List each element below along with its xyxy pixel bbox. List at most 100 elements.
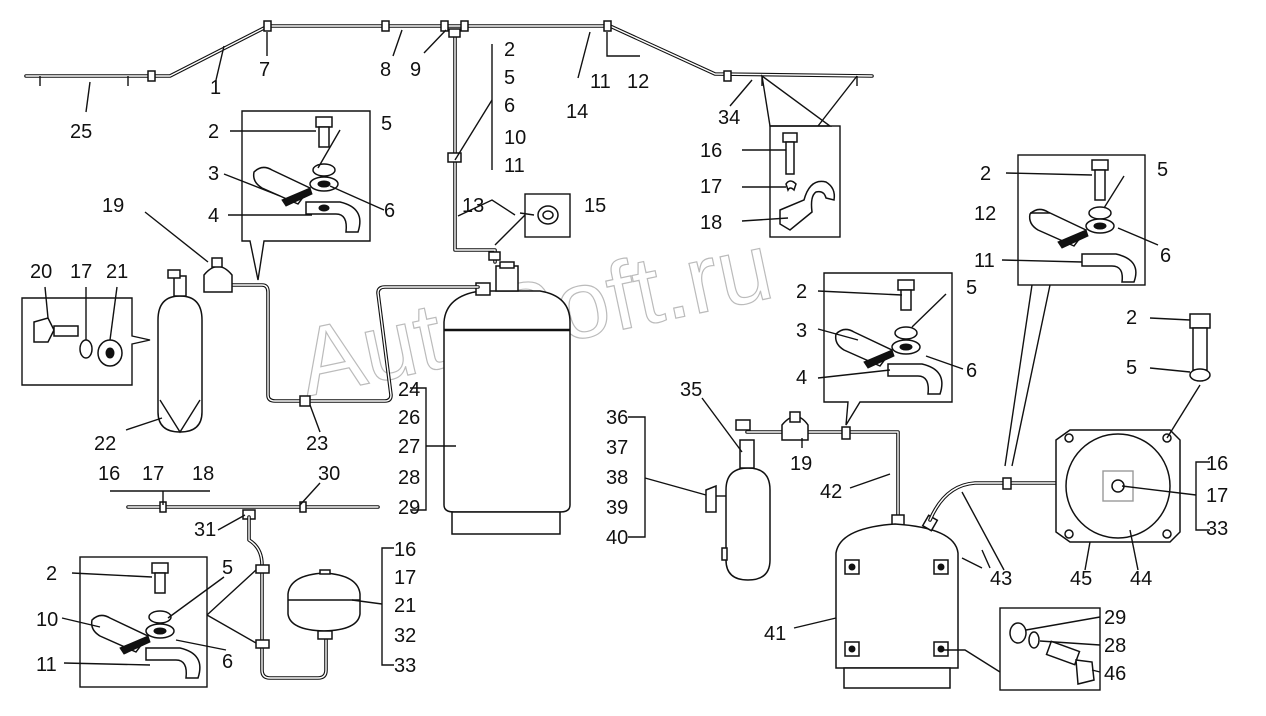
cylinder-to-tank-pipe xyxy=(208,283,480,407)
label-5: 5 xyxy=(504,67,515,89)
label-18: 18 xyxy=(192,463,214,485)
label-3: 3 xyxy=(208,163,219,185)
label-8: 8 xyxy=(380,59,391,81)
label-1: 1 xyxy=(210,77,221,99)
label-16: 16 xyxy=(1206,453,1228,475)
label-39: 39 xyxy=(606,497,628,519)
label-40: 40 xyxy=(606,527,628,549)
callout-labels: 1 7 8 9 14 11 12 34 25 2 5 6 10 11 2 5 3… xyxy=(30,39,1228,685)
label-31: 31 xyxy=(194,519,216,541)
label-13: 13 xyxy=(462,195,484,217)
pressure-cylinder-right xyxy=(705,419,771,581)
label-28: 28 xyxy=(398,467,420,489)
compressor-unit xyxy=(835,514,959,689)
label-7: 7 xyxy=(259,59,270,81)
clamp-detail-box-d xyxy=(823,272,953,426)
label-41: 41 xyxy=(764,623,786,645)
label-46: 46 xyxy=(1104,663,1126,685)
compressor-to-plate-pipe xyxy=(928,477,1117,522)
main-receiver-tank xyxy=(443,261,571,535)
label-22: 22 xyxy=(94,433,116,455)
label-32: 32 xyxy=(394,625,416,647)
label-18: 18 xyxy=(700,212,722,234)
label-17: 17 xyxy=(394,567,416,589)
label-9: 9 xyxy=(410,59,421,81)
label-6: 6 xyxy=(384,200,395,222)
label-26: 26 xyxy=(398,407,420,429)
label-2: 2 xyxy=(46,563,57,585)
label-16: 16 xyxy=(700,140,722,162)
label-2: 2 xyxy=(796,281,807,303)
label-17: 17 xyxy=(70,261,92,283)
label-2: 2 xyxy=(980,163,991,185)
label-2: 2 xyxy=(504,39,515,61)
label-5: 5 xyxy=(1157,159,1168,181)
label-14: 14 xyxy=(566,101,588,123)
label-2: 2 xyxy=(1126,307,1137,329)
label-10: 10 xyxy=(504,127,526,149)
label-4: 4 xyxy=(796,367,807,389)
label-19: 19 xyxy=(790,453,812,475)
label-10: 10 xyxy=(36,609,58,631)
label-24: 24 xyxy=(398,379,420,401)
label-35: 35 xyxy=(680,379,702,401)
bolt-detail-right xyxy=(1189,313,1211,382)
bolt-washer-detail-bottom xyxy=(944,607,1101,691)
clamp-detail-box-n xyxy=(79,556,257,688)
label-19: 19 xyxy=(102,195,124,217)
label-42: 42 xyxy=(820,481,842,503)
label-17: 17 xyxy=(1206,485,1228,507)
cylinder-to-compressor-pipe xyxy=(745,411,905,526)
label-21: 21 xyxy=(394,595,416,617)
label-34: 34 xyxy=(718,107,740,129)
label-38: 38 xyxy=(606,467,628,489)
label-20: 20 xyxy=(30,261,52,283)
fitting-nut-detail xyxy=(494,193,571,246)
clamp-detail-box-c xyxy=(1004,154,1146,467)
label-33: 33 xyxy=(394,655,416,677)
label-11: 11 xyxy=(590,71,611,93)
label-37: 37 xyxy=(606,437,628,459)
label-11: 11 xyxy=(36,654,57,676)
label-6: 6 xyxy=(504,95,515,117)
label-23: 23 xyxy=(306,433,328,455)
label-4: 4 xyxy=(208,205,219,227)
label-30: 30 xyxy=(318,463,340,485)
label-33: 33 xyxy=(1206,518,1228,540)
mounting-plate xyxy=(1055,384,1201,543)
label-12: 12 xyxy=(627,71,649,93)
label-5: 5 xyxy=(966,277,977,299)
leader-lines xyxy=(44,29,1210,673)
label-5: 5 xyxy=(1126,357,1137,379)
label-17: 17 xyxy=(700,176,722,198)
label-29: 29 xyxy=(1104,607,1126,629)
small-air-cylinder xyxy=(157,257,233,434)
bracket-detail-box xyxy=(761,74,858,238)
label-6: 6 xyxy=(966,360,977,382)
label-27: 27 xyxy=(398,436,420,458)
top-main-pipe xyxy=(24,20,874,86)
label-16: 16 xyxy=(394,539,416,561)
label-11: 11 xyxy=(504,155,525,177)
label-6: 6 xyxy=(222,651,233,673)
lower-pipe-system xyxy=(126,501,380,680)
label-12: 12 xyxy=(974,203,996,225)
label-11: 11 xyxy=(974,250,995,272)
bolt-washer-detail-left xyxy=(21,297,151,386)
label-36: 36 xyxy=(606,407,628,429)
label-29: 29 xyxy=(398,497,420,519)
label-3: 3 xyxy=(796,320,807,342)
label-2: 2 xyxy=(208,121,219,143)
label-5: 5 xyxy=(381,113,392,135)
clamp-detail-box-a xyxy=(241,110,371,281)
label-5: 5 xyxy=(222,557,233,579)
label-44: 44 xyxy=(1130,568,1152,590)
label-21: 21 xyxy=(106,261,128,283)
label-16: 16 xyxy=(98,463,120,485)
label-28: 28 xyxy=(1104,635,1126,657)
label-25: 25 xyxy=(70,121,92,143)
label-6: 6 xyxy=(1160,245,1171,267)
tank-feed-pipe xyxy=(447,28,501,264)
